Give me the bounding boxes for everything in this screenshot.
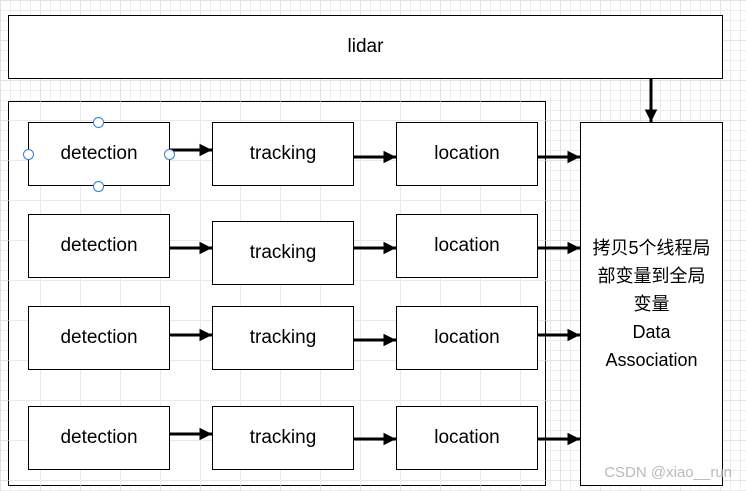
association-line-4: Data [632, 322, 671, 342]
detection-label: detection [60, 235, 138, 256]
selection-handle-right[interactable] [164, 149, 175, 160]
data-association-text: 拷贝5个线程局 部变量到全局 变量 Data Association [588, 234, 714, 374]
row-2-detection-node[interactable]: detection [28, 214, 170, 278]
selection-handle-bottom[interactable] [93, 181, 104, 192]
location-label: location [434, 427, 500, 448]
row-1-location-node[interactable]: location [396, 122, 538, 186]
detection-label: detection [60, 143, 138, 164]
detection-label: detection [60, 327, 138, 348]
row-3-detection-node[interactable]: detection [28, 306, 170, 370]
lidar-node[interactable]: lidar [8, 15, 723, 79]
location-label: location [434, 143, 500, 164]
selection-handle-left[interactable] [23, 149, 34, 160]
row-4-detection-node[interactable]: detection [28, 406, 170, 470]
detection-label: detection [60, 427, 138, 448]
lidar-label: lidar [347, 36, 384, 57]
row-4-tracking-node[interactable]: tracking [212, 406, 354, 470]
association-line-1: 拷贝5个线程局 [592, 238, 711, 258]
data-association-node[interactable]: 拷贝5个线程局 部变量到全局 变量 Data Association [580, 122, 723, 486]
row-2-tracking-node[interactable]: tracking [212, 221, 354, 285]
row-1-tracking-node[interactable]: tracking [212, 122, 354, 186]
tracking-label: tracking [249, 143, 317, 164]
csdn-watermark: CSDN @xiao__run [604, 464, 732, 481]
tracking-label: tracking [249, 242, 317, 263]
row-3-tracking-node[interactable]: tracking [212, 306, 354, 370]
location-label: location [434, 327, 500, 348]
row-2-location-node[interactable]: location [396, 214, 538, 278]
row-4-location-node[interactable]: location [396, 406, 538, 470]
association-line-2: 部变量到全局 [597, 266, 706, 286]
association-line-3: 变量 [633, 294, 670, 314]
row-3-location-node[interactable]: location [396, 306, 538, 370]
tracking-label: tracking [249, 427, 317, 448]
association-line-5: Association [605, 350, 698, 370]
selection-handle-top[interactable] [93, 117, 104, 128]
location-label: location [434, 235, 500, 256]
tracking-label: tracking [249, 327, 317, 348]
